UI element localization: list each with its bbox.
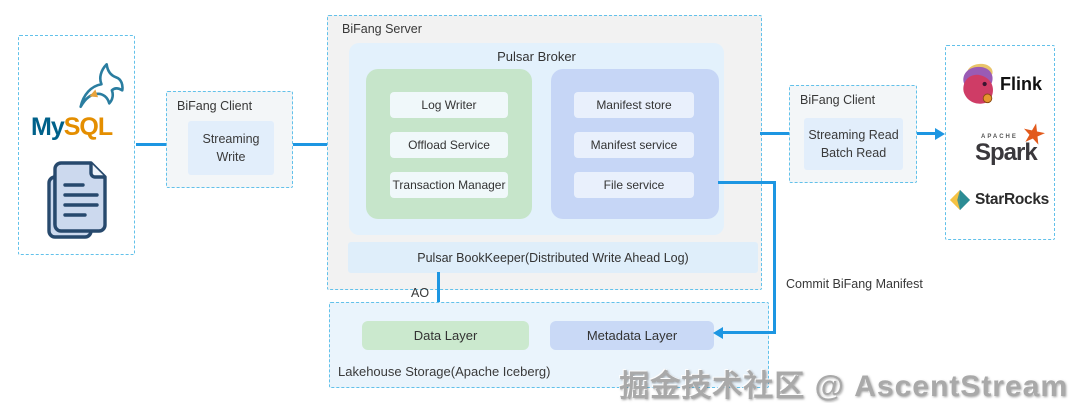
query-engines-box: Flink APACHE Spark ★ StarRocks [945, 45, 1055, 240]
flink-row: Flink [956, 61, 1042, 107]
spark-row: APACHE Spark ★ [961, 119, 1048, 171]
commit-path-head [713, 326, 723, 339]
starrocks-row: StarRocks [949, 189, 1049, 211]
flink-label: Flink [1000, 73, 1043, 94]
arrow-read-head [935, 127, 945, 140]
watermark-text: 掘金技术社区 @ AscentStream [619, 370, 1068, 403]
commit-manifest-label: Commit BiFang Manifest [786, 277, 923, 291]
mysql-dolphin-icon [79, 63, 124, 109]
spark-star-icon: ★ [1020, 119, 1048, 151]
lakehouse-storage-box: Data Layer Metadata Layer Lakehouse Stor… [329, 302, 769, 388]
client-read-mode-line2: Batch Read [820, 146, 887, 160]
arrow-ao-line [437, 272, 440, 313]
binlog-documents-icon [47, 161, 107, 239]
flink-squirrel-icon [963, 63, 993, 104]
commit-path-bottom [723, 331, 776, 334]
arrow-read-line [917, 132, 936, 135]
mysql-wordmark-my: My [31, 113, 65, 141]
service-file-service: File service [574, 172, 694, 198]
service-offload: Offload Service [390, 132, 508, 158]
client-write-mode-line1: Streaming [202, 131, 260, 146]
bifang-client-write-box: BiFang Client Streaming Write [166, 91, 293, 188]
data-layer: Data Layer [362, 321, 529, 350]
bifang-client-read-box: BiFang Client Streaming Read Batch Read [789, 85, 917, 183]
pulsar-bookkeeper-bar: Pulsar BookKeeper(Distributed Write Ahea… [348, 242, 758, 273]
ao-label: AO [411, 286, 430, 300]
client-read-title: BiFang Client [800, 93, 876, 107]
service-manifest-service: Manifest service [574, 132, 694, 158]
spark-apache-label: APACHE [981, 134, 1018, 140]
bifang-server-box: BiFang Server Pulsar Broker Log Writer O… [327, 15, 762, 290]
manifest-services-group: Manifest store Manifest service File ser… [551, 69, 719, 219]
spark-label: Spark [975, 139, 1038, 166]
service-manifest-store: Manifest store [574, 92, 694, 118]
service-log-writer: Log Writer [390, 92, 508, 118]
client-write-mode-line2: Write [216, 150, 246, 164]
commit-path-vertical [773, 181, 776, 334]
source-box: MySQL [18, 35, 135, 255]
service-transaction-manager: Transaction Manager [390, 172, 508, 198]
connector-source-to-client [136, 142, 166, 146]
starrocks-icon [949, 189, 971, 211]
mysql-wordmark-sql: SQL [63, 113, 113, 141]
mysql-wordmark: MySQL [31, 113, 113, 142]
metadata-layer: Metadata Layer [550, 321, 714, 350]
connector-server-to-client-read [760, 132, 789, 135]
client-read-mode-line1: Streaming Read [808, 127, 899, 142]
server-title: BiFang Server [342, 22, 422, 36]
mysql-logo: MySQL [29, 61, 126, 151]
client-write-title: BiFang Client [177, 99, 253, 113]
arrow-write-line [293, 142, 354, 146]
client-write-mode: Streaming Write [188, 121, 274, 175]
broker-title: Pulsar Broker [497, 49, 576, 64]
lakehouse-title: Lakehouse Storage(Apache Iceberg) [338, 364, 551, 379]
pulsar-broker-box: Pulsar Broker Log Writer Offload Service… [349, 43, 724, 235]
client-read-mode: Streaming Read Batch Read [804, 118, 903, 170]
write-services-group: Log Writer Offload Service Transaction M… [366, 69, 532, 219]
commit-path-top [718, 181, 776, 184]
starrocks-label: StarRocks [975, 191, 1049, 208]
